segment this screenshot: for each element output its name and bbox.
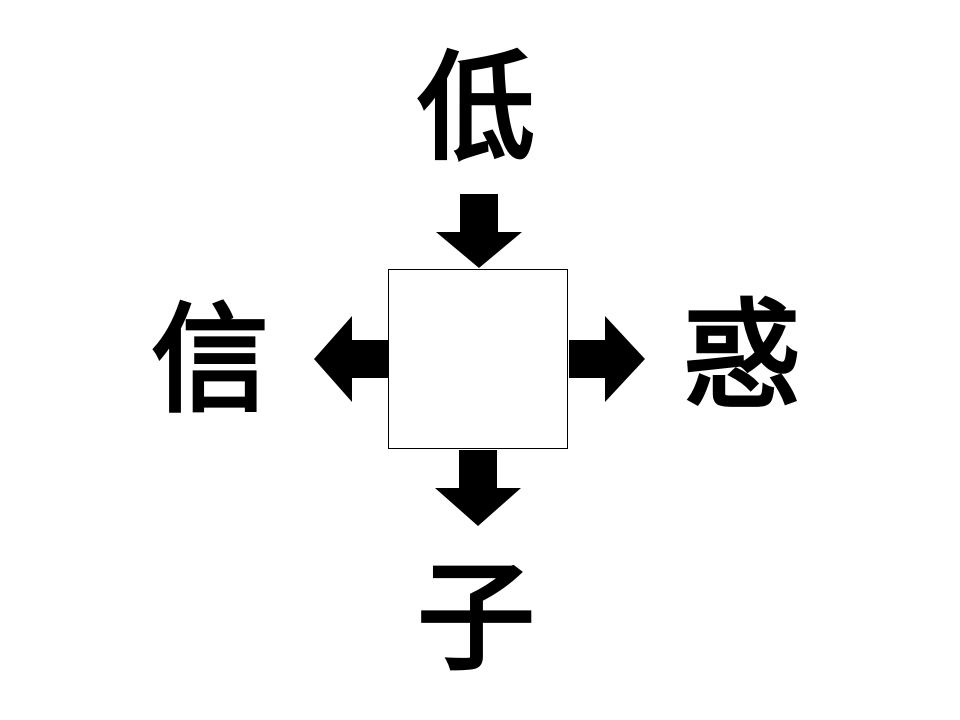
answer-box[interactable] xyxy=(388,269,568,449)
kanji-left: 信 xyxy=(150,291,269,429)
kanji-bottom: 子 xyxy=(416,549,535,687)
arrow-down-to-bottom xyxy=(435,450,521,526)
kanji-right: 惑 xyxy=(682,287,801,425)
arrow-left-to-left xyxy=(314,316,388,402)
arrow-right-to-right xyxy=(569,316,645,402)
kanji-top: 低 xyxy=(416,39,535,177)
arrow-down-from-top xyxy=(436,194,522,268)
